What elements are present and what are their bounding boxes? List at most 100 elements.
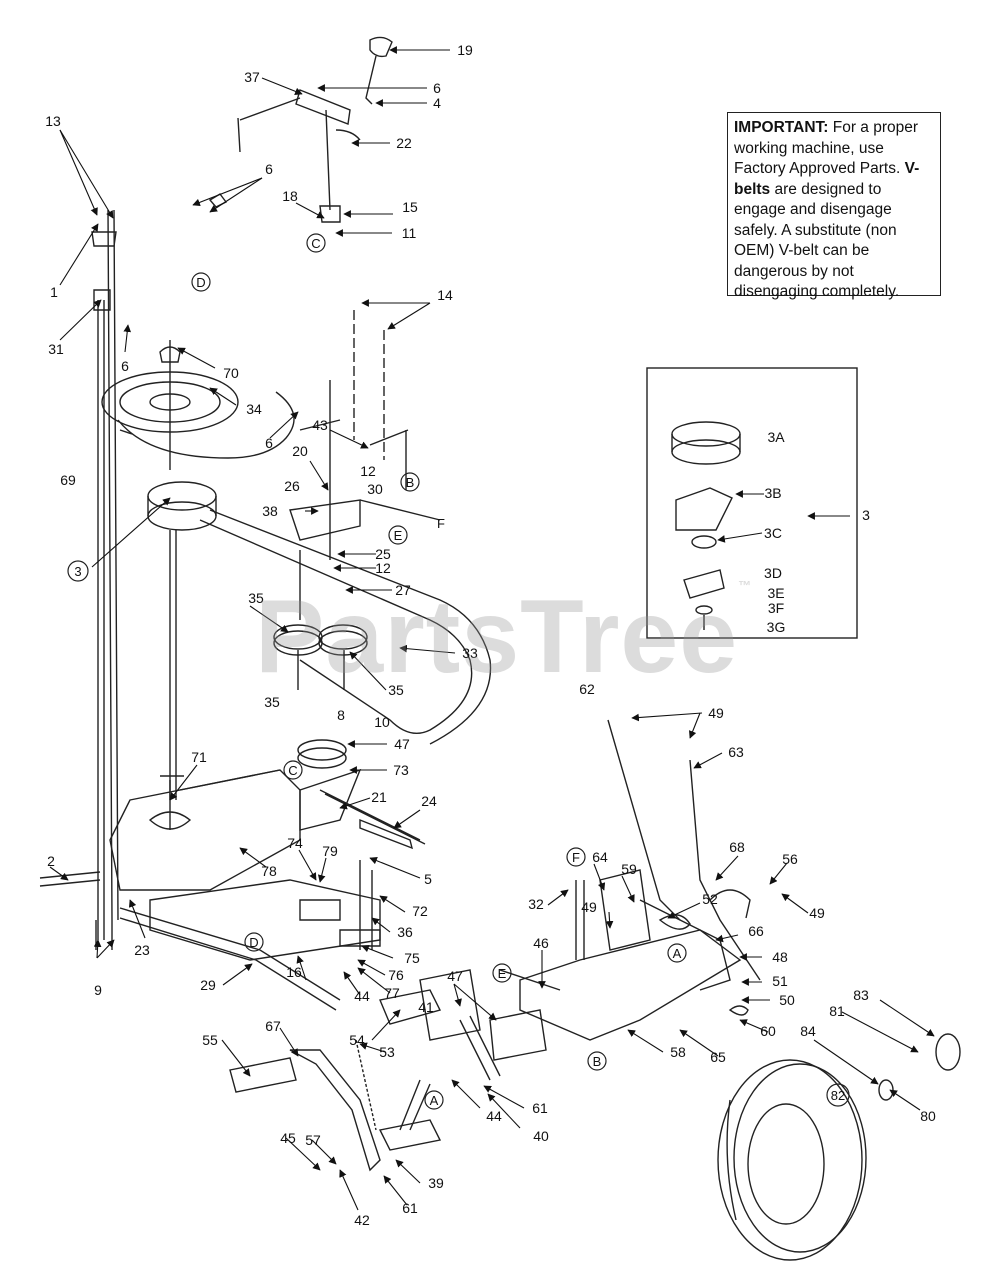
important-label: IMPORTANT: <box>734 119 829 136</box>
callout-36: 36 <box>397 924 413 940</box>
part-drawings <box>39 36 961 1261</box>
callout-26: 26 <box>284 478 300 494</box>
callout-48: 48 <box>772 949 788 965</box>
ref-marker-F1: F <box>437 516 445 531</box>
callout-72: 72 <box>412 903 428 919</box>
callout-10: 10 <box>374 714 390 730</box>
callout-63: 63 <box>728 744 744 760</box>
ref-marker-E2: E <box>498 966 507 981</box>
important-note-box: IMPORTANT: For a proper working machine,… <box>727 112 941 300</box>
callout-6: 6 <box>433 80 441 96</box>
callout-18: 18 <box>282 188 298 204</box>
callout-30: 30 <box>367 481 383 497</box>
ref-marker-B2: B <box>593 1054 602 1069</box>
marker-circle-F2 <box>566 847 586 867</box>
callout-38: 38 <box>262 503 278 519</box>
callout-44: 44 <box>354 988 370 1004</box>
callout-41: 41 <box>418 999 434 1015</box>
callout-3A: 3A <box>767 429 785 445</box>
callout-3E: 3E <box>767 585 784 601</box>
vbelts-text: are designed to engage and disengage saf… <box>734 180 900 301</box>
callout-74: 74 <box>287 835 303 851</box>
marker-circle-E2 <box>492 963 512 983</box>
callout-44: 44 <box>486 1108 502 1124</box>
callout-27: 27 <box>395 582 411 598</box>
callout-42: 42 <box>354 1212 370 1228</box>
leader-lines <box>49 46 935 1211</box>
callout-84: 84 <box>800 1023 816 1039</box>
callout-20: 20 <box>292 443 308 459</box>
ref-marker-D2: D <box>249 935 258 950</box>
callout-35: 35 <box>248 590 264 606</box>
ref-marker-3: 3 <box>74 564 81 579</box>
callout-3C: 3C <box>764 525 782 541</box>
callout-6: 6 <box>265 161 273 177</box>
callout-31: 31 <box>48 341 64 357</box>
callout-54: 54 <box>349 1032 365 1048</box>
vbelts-label: V-belts <box>734 160 920 198</box>
marker-circle-D1 <box>191 272 211 292</box>
callout-65: 65 <box>710 1049 726 1065</box>
ref-marker-F2: F <box>572 850 580 865</box>
marker-circle-B1 <box>400 472 420 492</box>
marker-circle-B2 <box>587 1051 607 1071</box>
callout-43: 43 <box>312 417 328 433</box>
callout-29: 29 <box>200 977 216 993</box>
callout-25: 25 <box>375 546 391 562</box>
callout-33: 33 <box>462 645 478 661</box>
callout-6: 6 <box>121 358 129 374</box>
callout-50: 50 <box>779 992 795 1008</box>
callout-61: 61 <box>402 1200 418 1216</box>
callout-12: 12 <box>360 463 376 479</box>
callout-34: 34 <box>246 401 262 417</box>
ref-marker-C2: C <box>288 763 297 778</box>
callout-47: 47 <box>447 968 463 984</box>
callout-3: 3 <box>862 507 870 523</box>
ref-marker-B1: B <box>406 475 415 490</box>
callout-39: 39 <box>428 1175 444 1191</box>
callout-59: 59 <box>621 861 637 877</box>
callout-22: 22 <box>396 135 412 151</box>
callout-81: 81 <box>829 1003 845 1019</box>
callout-76: 76 <box>388 967 404 983</box>
callout-45: 45 <box>280 1130 296 1146</box>
callout-49: 49 <box>581 899 597 915</box>
callout-53: 53 <box>379 1044 395 1060</box>
callout-58: 58 <box>670 1044 686 1060</box>
callout-4: 4 <box>433 95 441 111</box>
callout-13: 13 <box>45 113 61 129</box>
callout-3F: 3F <box>768 600 784 616</box>
callout-47: 47 <box>394 736 410 752</box>
callout-35: 35 <box>264 694 280 710</box>
callout-70: 70 <box>223 365 239 381</box>
callout-40: 40 <box>533 1128 549 1144</box>
reference-markers <box>67 233 850 1110</box>
callout-46: 46 <box>533 935 549 951</box>
callout-71: 71 <box>191 749 207 765</box>
callout-11: 11 <box>402 225 417 241</box>
ref-marker-82: 82 <box>831 1088 845 1103</box>
callout-49: 49 <box>708 705 724 721</box>
callout-57: 57 <box>305 1132 321 1148</box>
callout-3D: 3D <box>764 565 782 581</box>
callout-37: 37 <box>244 69 260 85</box>
callout-68: 68 <box>729 839 745 855</box>
callout-61: 61 <box>532 1100 548 1116</box>
callout-60: 60 <box>760 1023 776 1039</box>
callout-6: 6 <box>265 435 273 451</box>
callout-2: 2 <box>47 853 55 869</box>
callout-3G: 3G <box>767 619 786 635</box>
callout-3B: 3B <box>764 485 781 501</box>
callout-64: 64 <box>592 849 608 865</box>
ref-marker-C1: C <box>311 236 320 251</box>
important-text: For a proper working machine, use Factor… <box>734 119 919 177</box>
callout-79: 79 <box>322 843 338 859</box>
callout-77: 77 <box>384 985 400 1001</box>
marker-circle-A2 <box>424 1090 444 1110</box>
callout-52: 52 <box>702 891 718 907</box>
callout-9: 9 <box>94 982 102 998</box>
ref-marker-A2: A <box>430 1093 439 1108</box>
callout-51: 51 <box>772 973 788 989</box>
callout-83: 83 <box>853 987 869 1003</box>
